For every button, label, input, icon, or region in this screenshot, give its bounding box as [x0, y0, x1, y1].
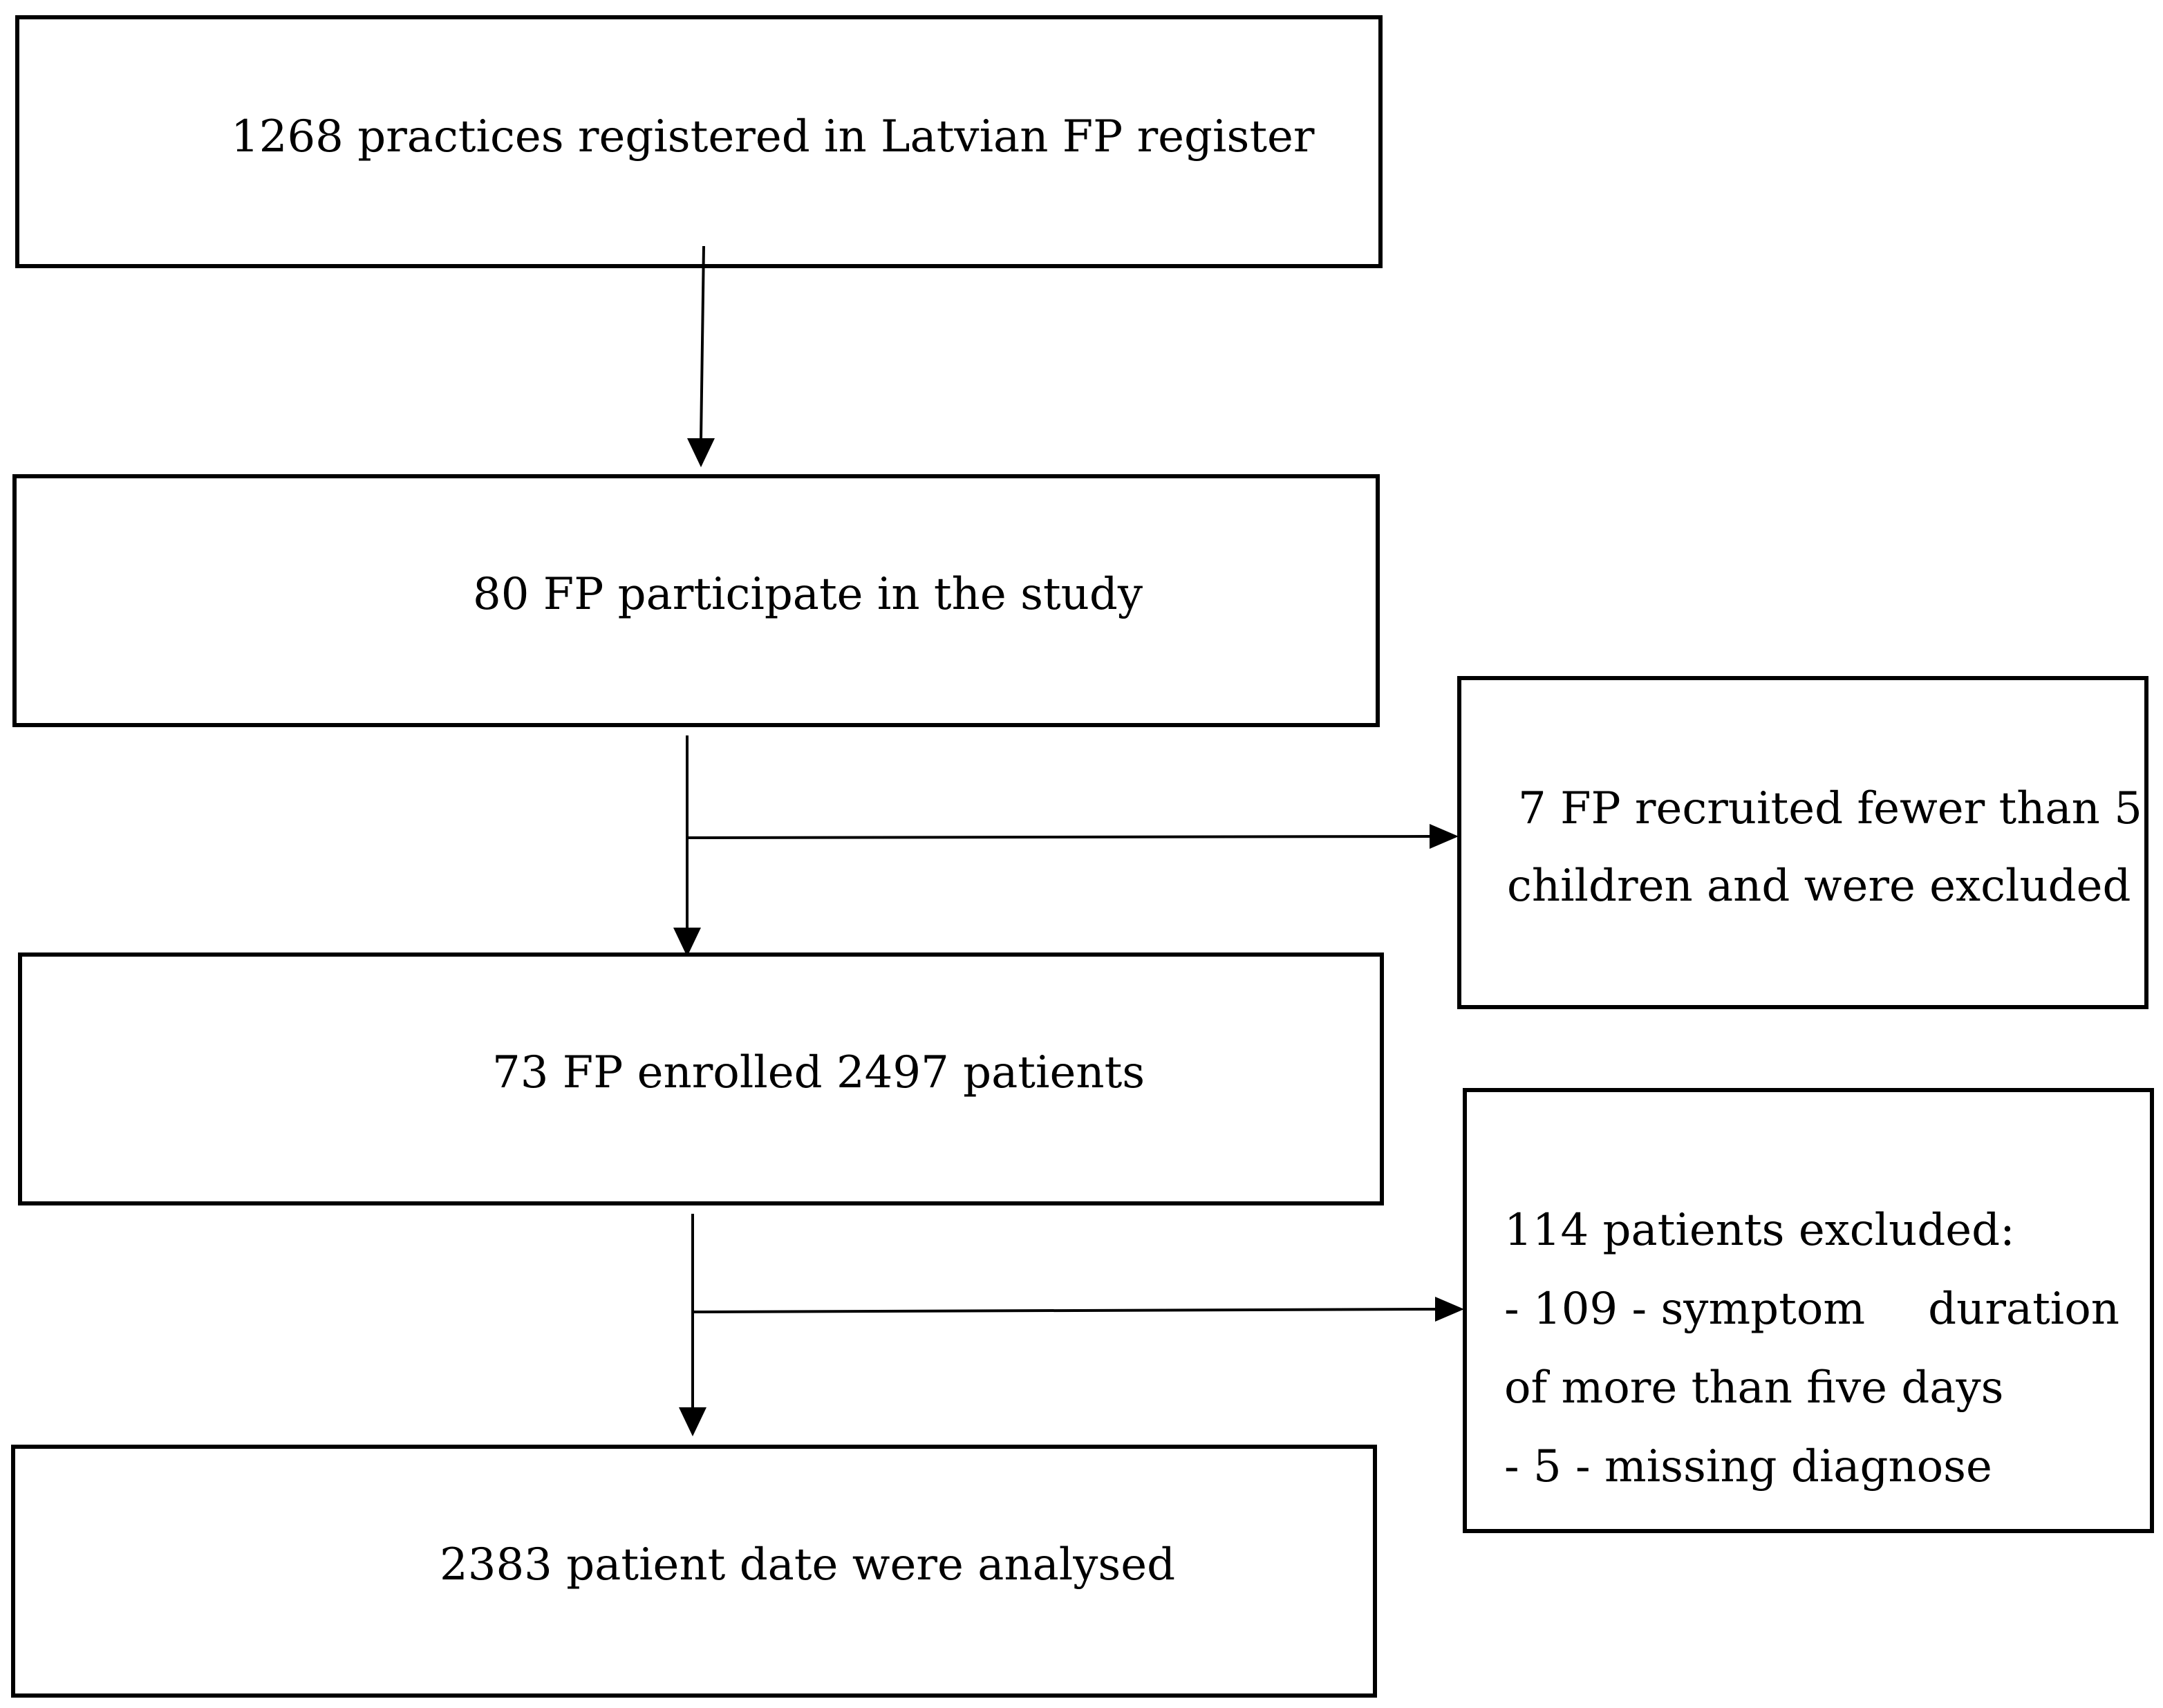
box-patients-excluded-item1-b: duration [1928, 1284, 2119, 1335]
arrow-enrolled-to-analysed-head [679, 1407, 706, 1436]
arrow-branch-patients-excluded-line [692, 1308, 1439, 1313]
arrow-register-to-participate-line [700, 245, 705, 440]
box-patients-excluded-item1-c: of more than five days [1504, 1362, 2004, 1414]
box-fp-excluded-line1: 7 FP recruited fewer than 5 [1518, 783, 2142, 834]
arrow-register-to-participate-head [687, 438, 715, 467]
box-fp-participate-text: 80 FP participate in the study [473, 569, 1143, 620]
box-fp-enrolled: 73 FP enrolled 2497 patients [18, 952, 1384, 1205]
box-patients-excluded-item1-row: - 109 - symptom duration [1504, 1287, 2119, 1331]
arrow-branch-fp-excluded-line [686, 835, 1433, 839]
box-patients-analysed-text: 2383 patient date were analysed [440, 1539, 1176, 1590]
box-practices-registered: 1268 practices registered in Latvian FP … [15, 15, 1383, 268]
box-fp-excluded: 7 FP recruited fewer than 5 children and… [1457, 676, 2148, 1009]
box-patients-excluded: 114 patients excluded: - 109 - symptom d… [1463, 1088, 2154, 1533]
box-patients-excluded-header: 114 patients excluded: [1504, 1205, 2015, 1256]
arrow-branch-patients-excluded-head [1435, 1297, 1464, 1322]
box-fp-participate: 80 FP participate in the study [12, 474, 1380, 727]
arrow-participate-to-enrolled-head [673, 928, 701, 957]
box-patients-excluded-item2: - 5 - missing diagnose [1504, 1441, 1992, 1492]
box-patients-excluded-item1-a: - 109 - symptom [1504, 1284, 1866, 1335]
arrow-branch-fp-excluded-head [1430, 824, 1459, 849]
box-fp-excluded-line2: children and were excluded [1507, 861, 2131, 912]
box-patients-analysed: 2383 patient date were analysed [11, 1445, 1377, 1698]
box-fp-enrolled-text: 73 FP enrolled 2497 patients [492, 1047, 1145, 1098]
box-practices-registered-text: 1268 practices registered in Latvian FP … [231, 111, 1315, 162]
